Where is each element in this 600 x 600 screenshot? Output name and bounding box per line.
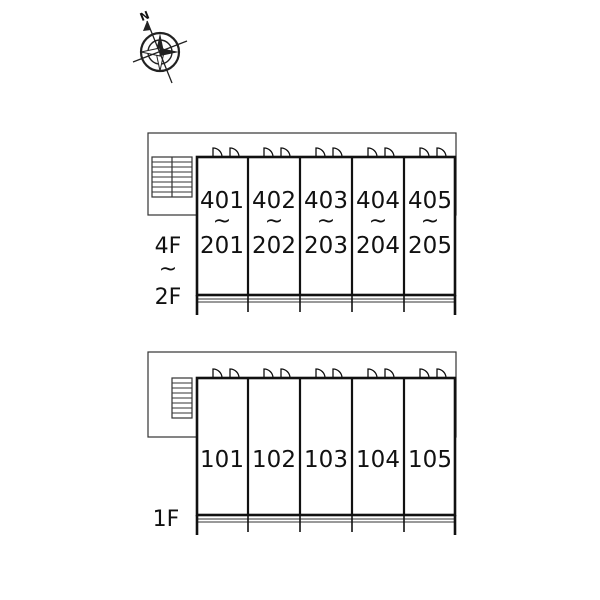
unit-label-bottom: 202 xyxy=(252,233,296,259)
floor-label-top: 4F xyxy=(155,234,182,259)
unit-label-bottom: 203 xyxy=(304,233,348,259)
unit-label-separator: ~ xyxy=(213,209,231,234)
unit-label-top: 403 xyxy=(304,188,348,214)
unit-label-bottom: 205 xyxy=(408,233,452,259)
unit-label-top: 404 xyxy=(356,188,400,214)
compass-north-label: N xyxy=(138,8,151,24)
lower-door-icons xyxy=(212,368,447,379)
lower-unit-4-label: 104 xyxy=(356,447,400,473)
upper-unit-1: 401 ~ 201 xyxy=(200,188,244,259)
unit-label-top: 405 xyxy=(408,188,452,214)
lower-unit-2-label: 102 xyxy=(252,447,296,473)
unit-label-top: 401 xyxy=(200,188,244,214)
lower-staircase-icon xyxy=(171,377,193,419)
upper-unit-3: 403 ~ 203 xyxy=(304,188,348,259)
unit-label-bottom: 204 xyxy=(356,233,400,259)
lower-floor-label: 1F xyxy=(153,507,180,532)
unit-label-separator: ~ xyxy=(265,209,283,234)
floor-label-bottom: 2F xyxy=(155,285,182,310)
upper-unit-4: 404 ~ 204 xyxy=(356,188,400,259)
upper-block: 401 ~ 201 402 ~ 202 403 ~ 203 404 ~ 204 … xyxy=(147,132,457,315)
unit-label-top: 402 xyxy=(252,188,296,214)
unit-label-separator: ~ xyxy=(369,209,387,234)
lower-unit-1-label: 101 xyxy=(200,447,244,473)
unit-label-bottom: 201 xyxy=(200,233,244,259)
lower-unit-3-label: 103 xyxy=(304,447,348,473)
lower-building-outline xyxy=(195,376,457,517)
upper-floor-label: 4F ~ 2F xyxy=(155,234,182,310)
upper-door-icons xyxy=(212,147,447,158)
upper-building-outline xyxy=(195,155,457,297)
compass-icon: N xyxy=(132,8,188,84)
upper-unit-5: 405 ~ 205 xyxy=(408,188,452,259)
lower-unit-5-label: 105 xyxy=(408,447,452,473)
upper-staircase-icon xyxy=(151,156,193,198)
floor-label-separator: ~ xyxy=(159,257,177,282)
lower-block: 101 102 103 104 105 1F xyxy=(147,351,457,535)
unit-label-separator: ~ xyxy=(421,209,439,234)
unit-label-separator: ~ xyxy=(317,209,335,234)
upper-unit-2: 402 ~ 202 xyxy=(252,188,296,259)
